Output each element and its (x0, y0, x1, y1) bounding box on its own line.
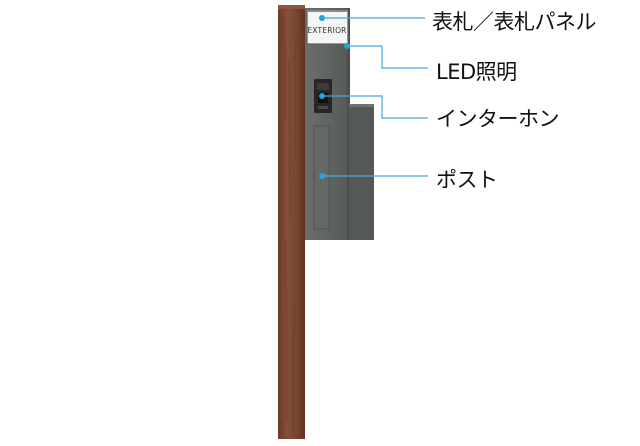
mailbox-top (349, 104, 374, 107)
callout-label-nameplate: 表札／表札パネル (432, 10, 597, 34)
callout-label-led: LED照明 (436, 60, 517, 84)
mailbox-side (349, 107, 374, 240)
leader-nameplate (319, 15, 425, 21)
intercom-speaker (318, 106, 328, 109)
nameplate-text: EXTERIOR (307, 26, 346, 35)
column-right-edge (347, 8, 350, 240)
callout-label-mailbox: ポスト (436, 168, 498, 192)
leader-intercom (319, 93, 428, 119)
leader-led (344, 43, 428, 69)
intercom-camera (317, 83, 329, 90)
leader-mailbox (319, 173, 428, 179)
nameplate-frame (306, 10, 349, 45)
wood-grain (283, 19, 302, 436)
post-top (278, 5, 305, 9)
post-front-face (278, 7, 305, 439)
leader-lines (319, 15, 428, 179)
wooden-post (278, 5, 305, 439)
callout-label-intercom: インターホン (436, 107, 560, 131)
nameplate: EXTERIOR (306, 10, 349, 45)
